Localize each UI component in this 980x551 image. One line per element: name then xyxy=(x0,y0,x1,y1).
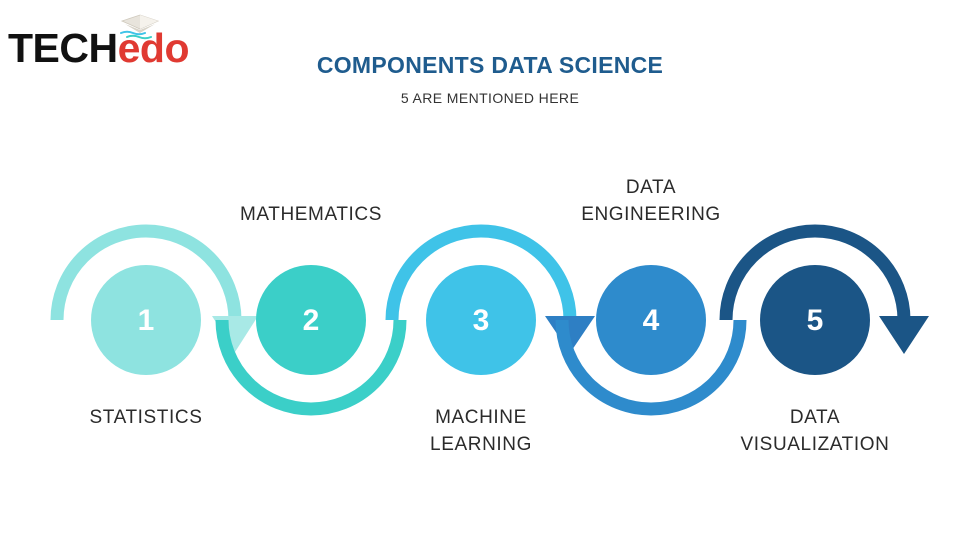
step-5-connector xyxy=(719,224,929,354)
flow-graphics: 1 2 3 4 5 xyxy=(50,224,929,416)
step-2-node[interactable]: 2 xyxy=(256,265,366,375)
page-title: COMPONENTS DATA SCIENCE xyxy=(316,52,664,78)
step-2-connector xyxy=(215,319,407,416)
header: COMPONENTS DATA SCIENCE 5 ARE MENTIONED … xyxy=(0,52,980,106)
step-4-connector xyxy=(555,319,747,416)
step-2-number: 2 xyxy=(303,304,320,337)
step-1-label: STATISTICS xyxy=(89,407,203,428)
step-1-number: 1 xyxy=(138,304,155,337)
step-3-number: 3 xyxy=(473,304,490,337)
step-3-node[interactable]: 3 xyxy=(426,265,536,375)
step-1-node[interactable]: 1 xyxy=(91,265,201,375)
step-4-node[interactable]: 4 xyxy=(596,265,706,375)
brand-name-accent: edo xyxy=(117,25,190,71)
step-5-number: 5 xyxy=(807,304,824,337)
brand-name-primary: TECH xyxy=(8,25,118,71)
step-3-label: MACHINE LEARNING xyxy=(430,407,532,455)
brand-wordmark: TECHedo xyxy=(8,25,190,71)
step-4-number: 4 xyxy=(643,304,660,337)
step-4-label: DATA ENGINEERING xyxy=(581,177,721,225)
step-2-label: MATHEMATICS xyxy=(239,204,383,225)
step-5-label: DATA VISUALIZATION xyxy=(740,407,890,455)
paper-boat-icon xyxy=(118,14,162,40)
brand-logo: TECHedo xyxy=(8,14,238,74)
step-5-node[interactable]: 5 xyxy=(760,265,870,375)
process-flow-diagram: 1 2 3 4 5 STATISTICS MATHEMATICS MACHINE… xyxy=(0,140,980,500)
page-subtitle: 5 ARE MENTIONED HERE xyxy=(400,89,580,106)
